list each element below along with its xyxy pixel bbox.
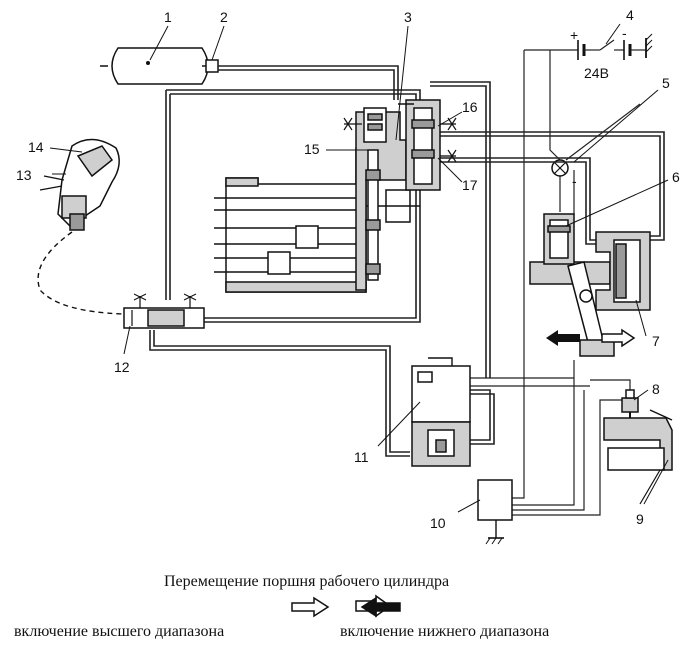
callout-10: 10 [430, 515, 446, 531]
callout-17: 17 [462, 177, 478, 193]
callout-15: 15 [304, 141, 320, 157]
gearbox-housing-part [603, 409, 673, 505]
callout-12: 12 [114, 359, 130, 375]
battery-plus-sign: + [570, 27, 578, 43]
callout-14: 14 [28, 139, 44, 155]
callout-8: 8 [652, 381, 660, 397]
legend-higher-arrow-icon [290, 596, 330, 618]
callout-3: 3 [404, 9, 412, 25]
callout-1: 1 [164, 9, 172, 25]
gearbox-section [214, 147, 420, 293]
battery [524, 33, 653, 60]
battery-minus-sign: - [622, 25, 627, 41]
callout-9: 9 [636, 511, 644, 527]
cylinder-direction-arrows [546, 328, 636, 348]
air-pipes [149, 65, 665, 457]
legend-lower-range: включение нижнего диапазона [340, 623, 550, 640]
solenoid-valve [411, 357, 471, 467]
leader-lines [49, 23, 669, 513]
battery-voltage: 24В [584, 65, 609, 81]
legend-title: Перемещение поршня рабочего цилиндра [164, 573, 450, 590]
legend-lower-arrow-icon [360, 596, 402, 618]
callout-6: 6 [672, 169, 680, 185]
callout-11: 11 [354, 449, 369, 465]
working-cylinder [529, 213, 651, 357]
electrical-wires [470, 50, 631, 516]
preselector-valve [123, 293, 205, 329]
range-valve-block [343, 99, 457, 291]
callout-2: 2 [220, 9, 228, 25]
legend-higher-range: включение высшего диапазона [14, 623, 225, 640]
lamp-minus-sign: - [572, 173, 577, 189]
gear-lever-switch [37, 138, 125, 315]
air-receiver [100, 47, 209, 85]
control-unit [477, 479, 513, 545]
callout-numbers: 1 2 3 4 5 6 7 8 9 10 11 12 13 14 15 16 1… [16, 7, 680, 531]
callout-13: 13 [16, 167, 32, 183]
callout-7: 7 [652, 333, 660, 349]
signal-lamp [551, 103, 641, 177]
callout-4: 4 [626, 7, 634, 23]
callout-5: 5 [662, 75, 670, 91]
callout-16: 16 [462, 99, 478, 115]
